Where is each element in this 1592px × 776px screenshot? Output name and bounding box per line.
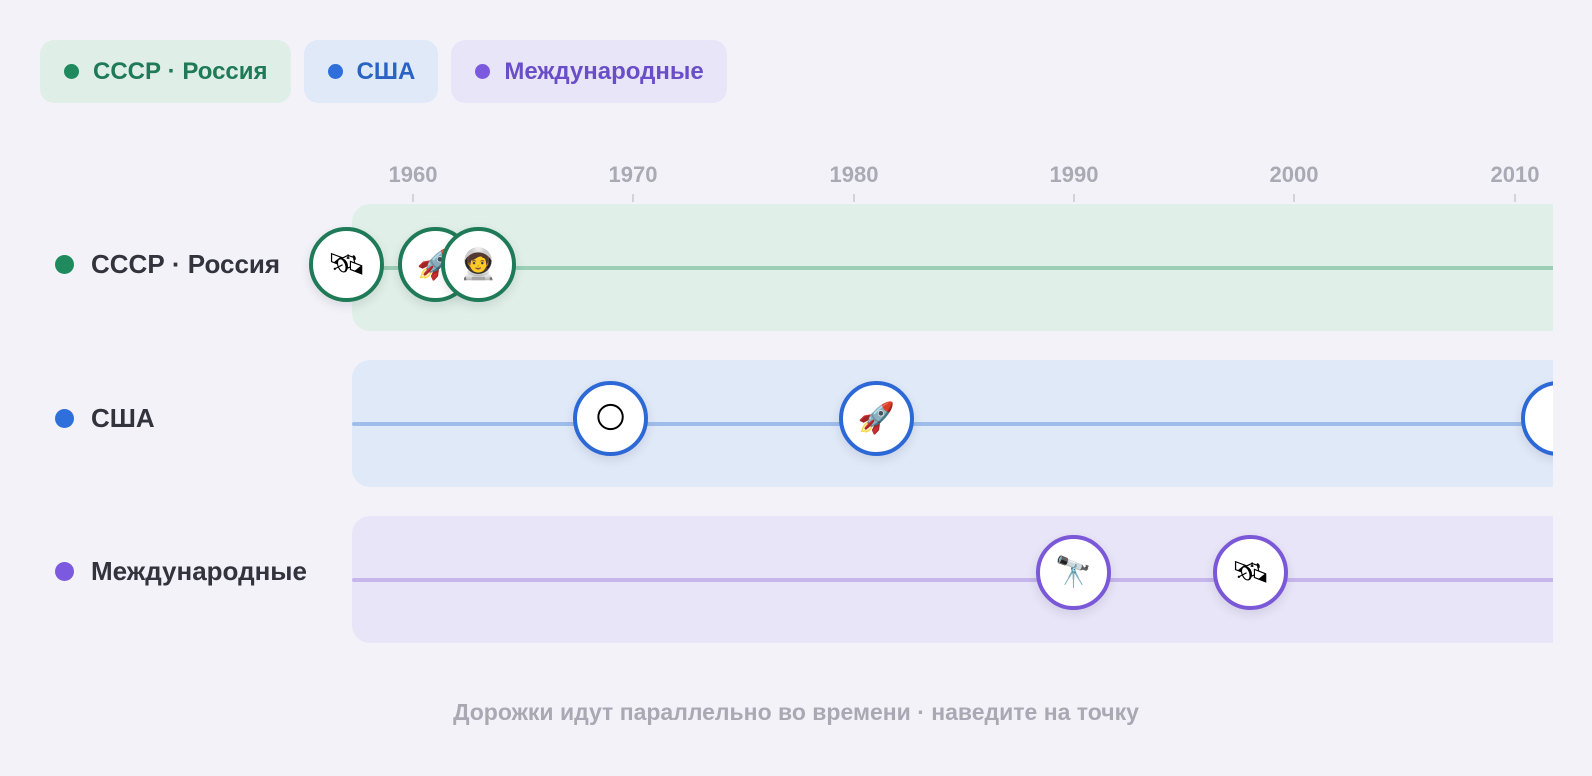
lane-dot-usa (55, 408, 74, 428)
telescope-icon: 🔭 (1054, 554, 1093, 590)
lane-dot-international (55, 561, 74, 581)
track-line (352, 578, 1553, 582)
tick-label: 2010 (1490, 162, 1540, 187)
lane-label-international: Международные (55, 551, 307, 591)
event-intl-telescope[interactable]: 🔭 (1036, 535, 1111, 610)
satellite-icon: 🛰 (327, 246, 366, 282)
track-international (352, 516, 1553, 643)
track-usa (352, 360, 1553, 487)
track-line (352, 266, 1553, 270)
lane-title-international: Международные (91, 555, 307, 586)
legend-label-international: Международные (504, 57, 704, 85)
rocket-icon: 🚀 (857, 400, 896, 436)
lane-dot-ussr (55, 254, 74, 274)
tick-label: 1980 (829, 162, 879, 187)
track-ussr-russia (352, 204, 1553, 331)
lane-title-ussr: СССР · Россия (91, 248, 281, 279)
legend-dot-international (475, 64, 491, 79)
legend-dot-usa (327, 64, 343, 79)
tick-label: 1970 (608, 162, 658, 187)
event-ussr-satellite[interactable]: 🛰 (309, 227, 384, 302)
moon-icon: 🌕 (594, 400, 627, 436)
track-line (352, 422, 1553, 426)
satellite-icon: 🛰 (1231, 554, 1270, 590)
event-usa-moon[interactable]: 🌕 (573, 381, 648, 456)
lane-title-usa: США (91, 402, 155, 433)
footer-hint: Дорожки идут параллельно во времени · на… (453, 699, 1139, 725)
tick-mark (412, 194, 414, 202)
legend-label-ussr: СССР · Россия (93, 57, 268, 85)
legend: СССР · Россия США Международные (40, 40, 727, 103)
astronaut-icon: 🧑‍🚀 (459, 246, 498, 282)
tick-label: 1990 (1049, 162, 1099, 187)
legend-label-usa: США (356, 57, 416, 85)
legend-chip-usa[interactable]: США (303, 40, 439, 103)
legend-chip-international[interactable]: Международные (451, 40, 727, 103)
time-axis: 1960 1970 1980 1990 2000 2010 (0, 150, 1553, 202)
tick-mark (632, 194, 634, 202)
tracks-area[interactable]: 🛰 🚀 🧑‍🚀 🌕 🚀 🔭 🛰 (0, 200, 1553, 650)
legend-dot-ussr (64, 64, 79, 79)
lane-label-ussr-russia: СССР · Россия (55, 244, 280, 284)
event-ussr-astronaut[interactable]: 🧑‍🚀 (441, 227, 516, 302)
lane-label-usa: США (55, 398, 155, 438)
tick-mark (1293, 194, 1295, 202)
tick-label: 2000 (1269, 162, 1319, 187)
tick-label: 1960 (388, 162, 438, 187)
event-intl-satellite[interactable]: 🛰 (1213, 535, 1288, 610)
tick-mark (853, 194, 855, 202)
tick-mark (1514, 194, 1516, 202)
legend-chip-ussr-russia[interactable]: СССР · Россия (40, 40, 291, 103)
event-usa-rocket[interactable]: 🚀 (839, 381, 914, 456)
tick-mark (1073, 194, 1075, 202)
